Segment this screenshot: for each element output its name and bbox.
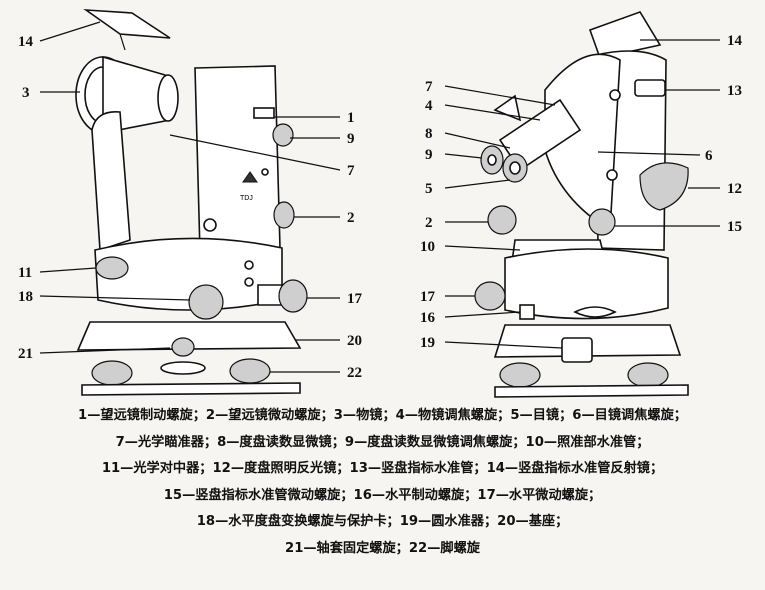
- legend-row-5: 18—水平度盘变换螺旋与保护卡；19—圆水准器；20—基座；: [196, 514, 569, 529]
- right-leader-lines: [444, 39, 720, 349]
- left-focus-knob-9: [272, 123, 294, 147]
- right-foot-screw-a: [499, 362, 541, 388]
- left-standard-left: [91, 111, 131, 252]
- right-level-tangent-15: [588, 208, 616, 236]
- legend-row-6: 21—轴套固定螺旋；22—脚螺旋: [285, 540, 480, 556]
- left-label-7: 7: [347, 163, 355, 179]
- left-foot-screw-a: [91, 360, 133, 386]
- left-label-21: 21: [18, 346, 33, 362]
- right-indicator-level-13: [634, 79, 666, 97]
- right-theodolite: [474, 11, 689, 398]
- right-label-8: 8: [425, 126, 433, 142]
- right-label-2: 2: [425, 215, 433, 231]
- right-alidade-base: [504, 248, 669, 320]
- left-label-3: 3: [22, 85, 30, 101]
- left-label-17: 17: [347, 291, 363, 307]
- right-label-12: 12: [727, 181, 742, 197]
- right-label-6: 6: [705, 148, 713, 164]
- right-label-14: 14: [727, 33, 743, 49]
- right-label-9: 9: [425, 147, 433, 163]
- left-reflector-mirror: [83, 9, 171, 39]
- right-illumination-mirror-12: [639, 162, 689, 211]
- right-label-19: 19: [420, 335, 435, 351]
- left-tangent-screw-2: [273, 201, 295, 229]
- right-label-7: 7: [425, 79, 433, 95]
- legend-row-4: 15—竖盘指标水准管微动螺旋；16—水平制动螺旋；17—水平微动螺旋；: [163, 487, 602, 503]
- right-circular-level-19: [561, 337, 593, 363]
- right-tangent-screw-2: [487, 205, 517, 235]
- right-label-17: 17: [420, 289, 436, 305]
- right-label-4: 4: [425, 98, 433, 114]
- left-label-22: 22: [347, 365, 362, 381]
- right-label-15: 15: [727, 219, 742, 235]
- left-label-11: 11: [18, 265, 32, 281]
- right-label-10: 10: [420, 239, 435, 255]
- left-label-1: 1: [347, 110, 355, 126]
- parts-legend: 1—望远镜制动螺旋；2—望远镜微动螺旋；3—物镜；4—物镜调焦螺旋；5—目镜；6…: [0, 403, 765, 562]
- left-locking-screw-21: [171, 337, 195, 357]
- right-clamp-16: [519, 304, 535, 320]
- right-slow-motion-17: [474, 281, 506, 311]
- right-foot-screw-b: [627, 362, 669, 388]
- right-label-16: 16: [420, 310, 436, 326]
- left-theodolite: TDJ: [75, 9, 308, 396]
- legend-row-2: 7—光学瞄准器；8—度盘读数显微镜；9—度盘读数显微镜调焦螺旋；10—照准部水准…: [115, 434, 650, 450]
- left-label-18: 18: [18, 289, 33, 305]
- legend-row-3: 11—光学对中器；12—度盘照明反光镜；13—竖盘指标水准管；14—竖盘指标水准…: [101, 461, 664, 476]
- left-slow-motion-screw-17: [278, 279, 308, 313]
- left-optical-plummet-11: [95, 256, 129, 280]
- theodolite-diagram: TDJ: [18, 9, 743, 398]
- left-foot-screw-22: [229, 358, 271, 384]
- left-brand-logo: [242, 171, 258, 183]
- left-clamp-screw-1: [253, 107, 275, 119]
- left-leader-lines: [39, 21, 341, 373]
- right-reflector-mirror: [588, 11, 662, 59]
- left-tribrach-20: [76, 321, 302, 351]
- left-label-14: 14: [18, 34, 34, 50]
- right-label-5: 5: [425, 181, 433, 197]
- right-label-13: 13: [727, 83, 742, 99]
- legend-row-1: 1—望远镜制动螺旋；2—望远镜微动螺旋；3—物镜；4—物镜调焦螺旋；5—目镜；6…: [78, 408, 687, 423]
- left-circle-changer-18: [188, 284, 224, 320]
- left-label-9: 9: [347, 131, 355, 147]
- left-brand-stamp: TDJ: [240, 195, 253, 202]
- left-label-2: 2: [347, 210, 355, 226]
- left-label-20: 20: [347, 333, 362, 349]
